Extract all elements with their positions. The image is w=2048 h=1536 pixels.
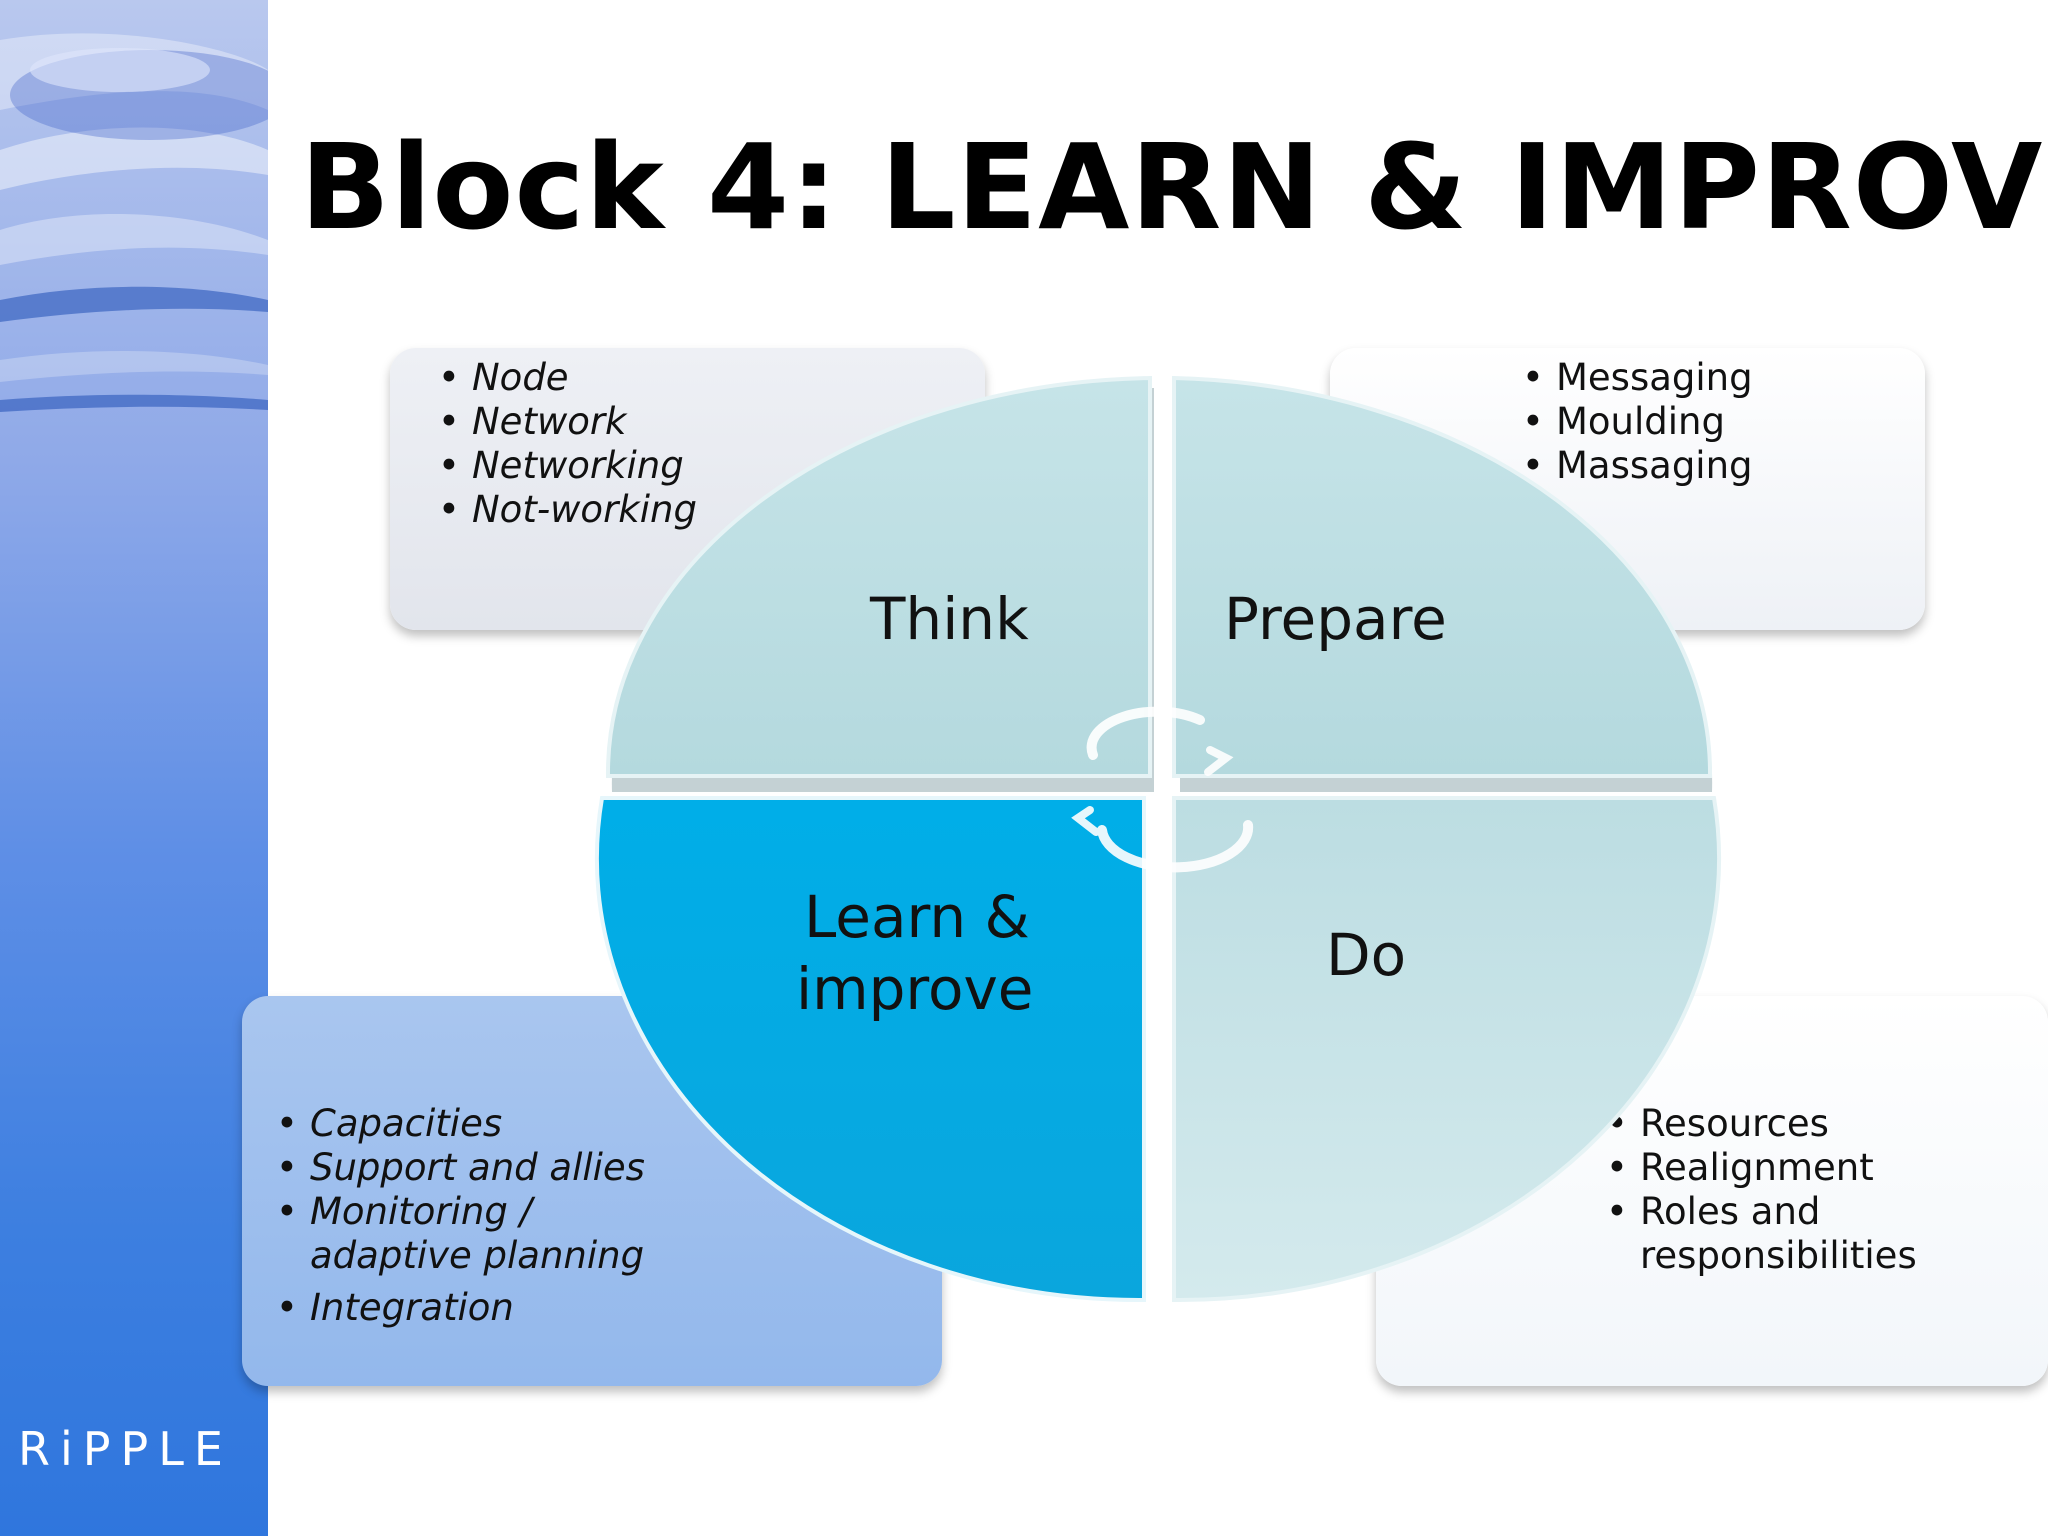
quadrant-think <box>608 378 1150 776</box>
quadrant-do <box>1174 798 1719 1300</box>
ripple-sidebar: RiPPLE <box>0 0 268 1536</box>
label-learn-improve-line1: Learn & <box>804 884 1030 950</box>
label-prepare: Prepare <box>1224 586 1447 652</box>
cycle-diagram <box>590 370 1730 1310</box>
label-think: Think <box>870 586 1029 652</box>
quadrant-learn-improve <box>597 798 1144 1300</box>
label-learn-improve-line2: improve <box>796 956 1034 1022</box>
ripple-logo: RiPPLE <box>18 1422 233 1476</box>
page-title: Block 4: LEARN & IMPROVE <box>300 118 2000 256</box>
ripple-decoration <box>0 0 268 1536</box>
quadrant-prepare <box>1174 378 1710 776</box>
label-do: Do <box>1326 922 1406 988</box>
